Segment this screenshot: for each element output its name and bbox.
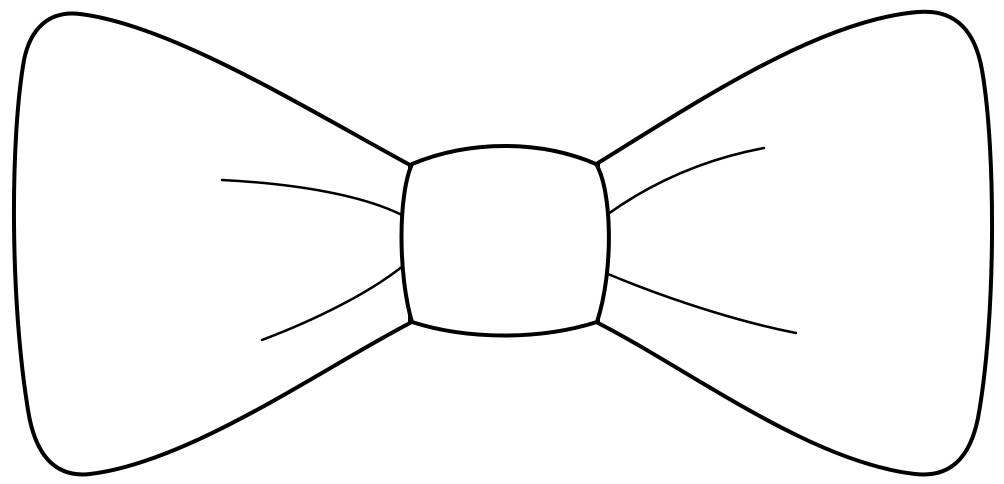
right-fold-lower xyxy=(606,272,798,335)
left-wing xyxy=(11,11,412,477)
right-fold-upper xyxy=(606,146,766,216)
left-fold-lower xyxy=(260,264,405,342)
right-wing xyxy=(596,9,995,477)
left-fold-upper xyxy=(220,178,406,218)
center-knot xyxy=(399,144,611,338)
